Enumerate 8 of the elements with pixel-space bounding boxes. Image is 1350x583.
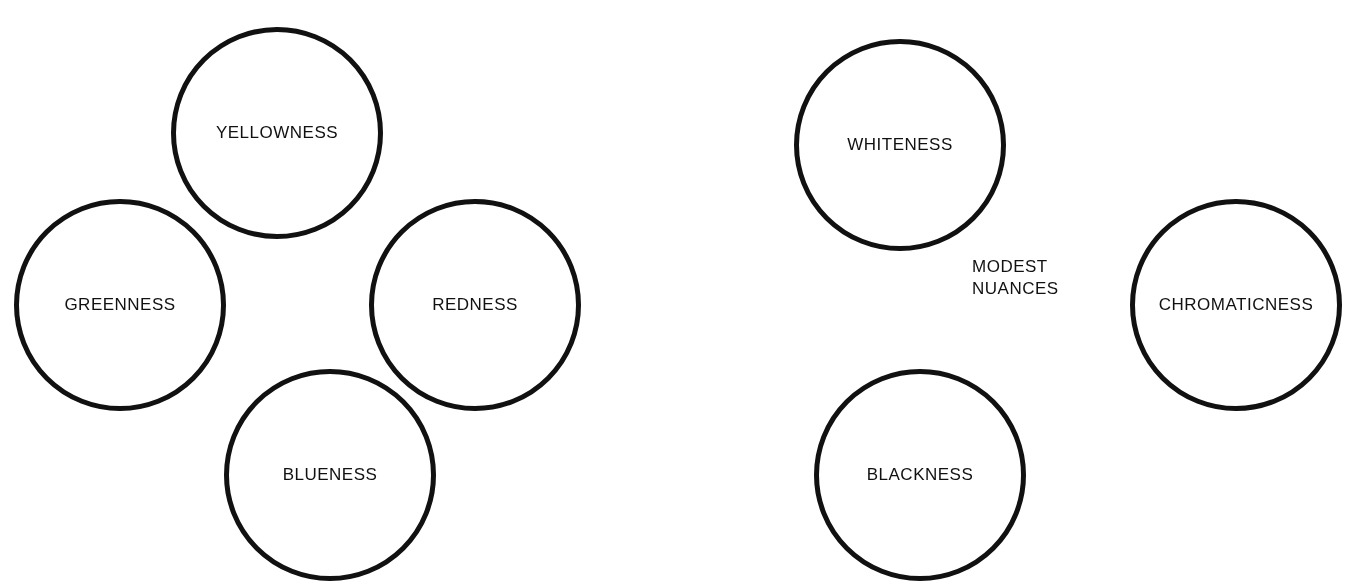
text-label: MODEST NUANCES (972, 256, 1060, 300)
circle-label: YELLOWNESS (215, 123, 339, 143)
circle-label: REDNESS (432, 295, 518, 315)
circle-label: BLUENESS (282, 465, 378, 485)
circle-label: CHROMATICNESS (1158, 295, 1314, 315)
circle-label: BLACKNESS (866, 465, 974, 485)
circle-label: GREENNESS (64, 295, 176, 315)
circle-label: WHITENESS (847, 135, 953, 155)
